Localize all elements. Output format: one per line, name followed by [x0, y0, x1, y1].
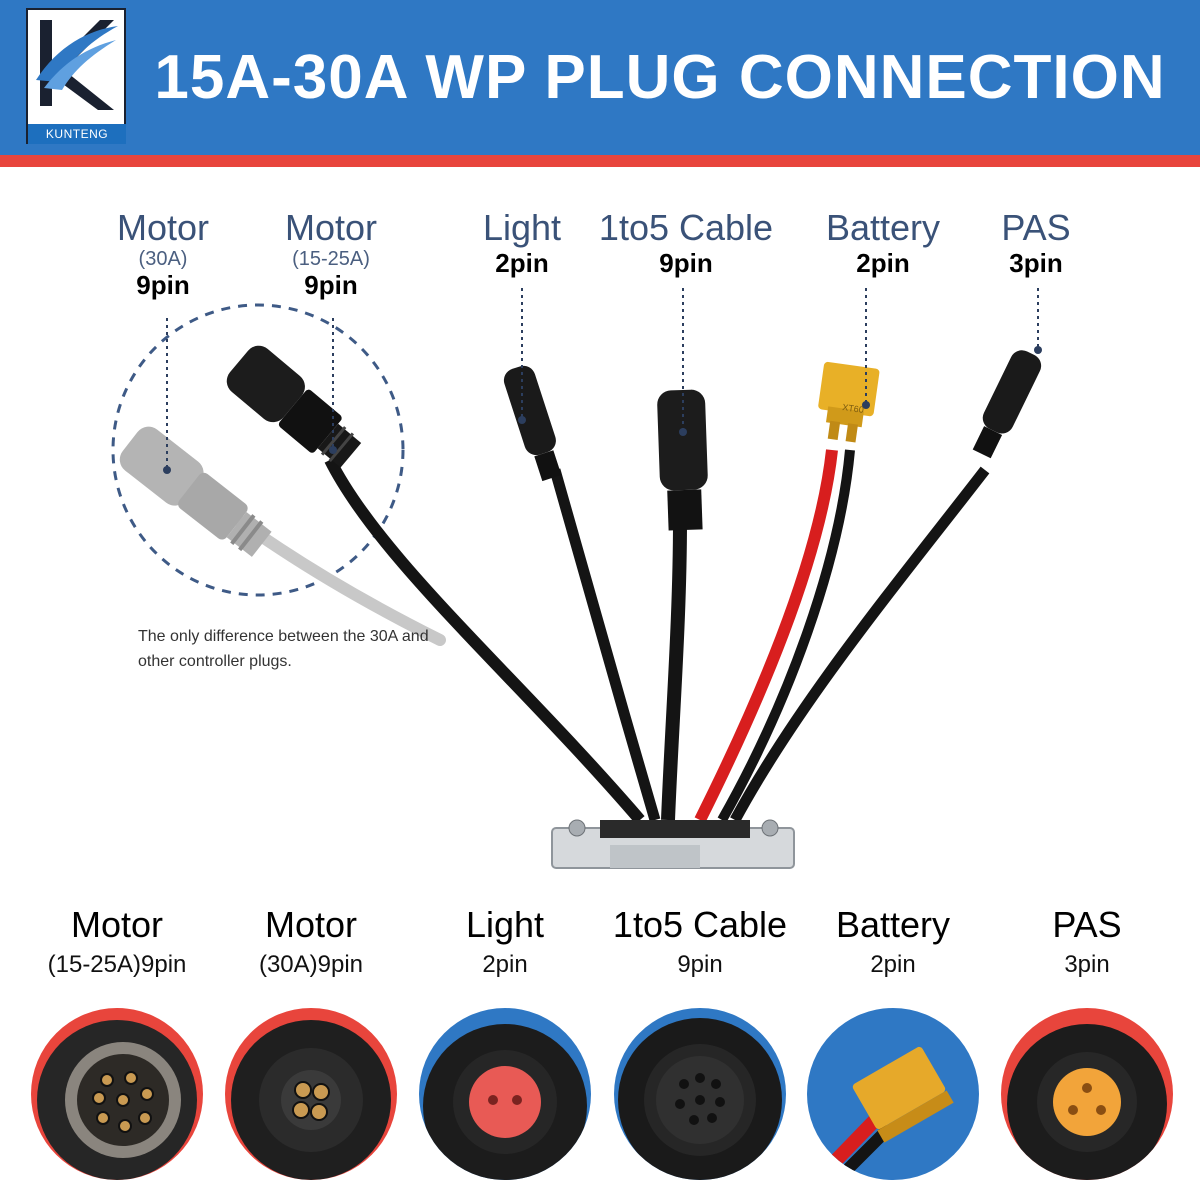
bottom-1to5-cable: 1to5 Cable 9pin [610, 900, 790, 980]
1to5-plug [657, 389, 708, 531]
bottom-sub: 2pin [870, 951, 916, 978]
bottom-sub: (30A)9pin [258, 951, 364, 978]
label-name: Motor [284, 207, 378, 248]
label-battery: Battery 2pin [825, 207, 941, 279]
bottom-name: 1to5 Cable [612, 904, 788, 945]
page-title: 15A-30A WP PLUG CONNECTION [154, 43, 1166, 112]
bottom-battery: Battery 2pin [803, 900, 983, 980]
cable-9pin-socket-icon [614, 1008, 786, 1180]
label-pins: 9pin [304, 270, 358, 300]
pas-plug [972, 350, 1042, 459]
pas-cable [730, 466, 990, 823]
motor-highlight-circle [111, 303, 405, 597]
logo-text: KUNTENG [28, 124, 126, 144]
leader-lines [166, 288, 1039, 470]
bottom-sub: 9pin [677, 951, 723, 978]
xt60-marking: XT60 [842, 402, 865, 415]
label-1to5-cable: 1to5 Cable 9pin [598, 207, 774, 279]
bottom-motor-30a: Motor (30A)9pin [221, 900, 401, 980]
label-rating: (15-25A) [292, 248, 370, 270]
light-2pin-plug-icon [419, 1008, 591, 1180]
label-motor-30a: Motor (30A) 9pin [116, 207, 210, 301]
label-name: Battery [825, 207, 941, 248]
label-name: Light [482, 207, 562, 248]
label-light: Light 2pin [482, 207, 562, 279]
label-pas: PAS 3pin [1001, 207, 1071, 279]
label-name: 1to5 Cable [598, 207, 774, 248]
label-motor-15-25a: Motor (15-25A) 9pin [284, 207, 378, 301]
bottom-sub: (15-25A)9pin [47, 951, 187, 978]
label-pins: 9pin [659, 248, 713, 278]
bottom-motor-15-25a: Motor (15-25A)9pin [27, 900, 207, 980]
difference-note: The only difference between the 30A and … [138, 628, 429, 670]
leader-dots [163, 346, 1042, 474]
motor-30a-socket-icon [225, 1008, 397, 1180]
1to5-cable [661, 519, 687, 821]
header-banner [0, 0, 1200, 155]
pas-3pin-plug-icon [1001, 1008, 1173, 1180]
header-stripe [0, 155, 1200, 167]
controller-box [551, 819, 795, 869]
grey-motor-plug [119, 426, 272, 557]
bottom-name: Motor [70, 904, 164, 945]
label-name: PAS [1001, 207, 1071, 248]
label-pins: 9pin [136, 270, 190, 300]
logo-k-icon [36, 20, 118, 110]
motor-9pin-socket-icon [31, 1008, 203, 1180]
label-pins: 2pin [856, 248, 910, 278]
label-rating: (30A) [138, 248, 188, 270]
controller-cable-illustration: XT60 [111, 288, 1042, 869]
motor-cable [324, 457, 645, 824]
light-plug [503, 365, 562, 482]
logo-frame [26, 8, 126, 144]
brand-logo: KUNTENG [26, 8, 128, 146]
label-name: Motor [116, 207, 210, 248]
label-pins: 3pin [1009, 248, 1063, 278]
bottom-name: Battery [835, 904, 951, 945]
bottom-name: PAS [1052, 904, 1122, 945]
motor-plug [226, 345, 362, 468]
bottom-pas: PAS 3pin [997, 900, 1177, 980]
battery-black-wire [717, 449, 855, 823]
bottom-name: Motor [264, 904, 358, 945]
bottom-light: Light 2pin [415, 900, 595, 980]
bottom-sub: 3pin [1064, 951, 1110, 978]
light-cable [549, 468, 661, 822]
battery-red-wire [694, 449, 838, 823]
xt60-battery-plug-icon [807, 1008, 979, 1180]
bottom-sub: 2pin [482, 951, 528, 978]
label-pins: 2pin [495, 248, 549, 278]
bottom-name: Light [465, 904, 545, 945]
